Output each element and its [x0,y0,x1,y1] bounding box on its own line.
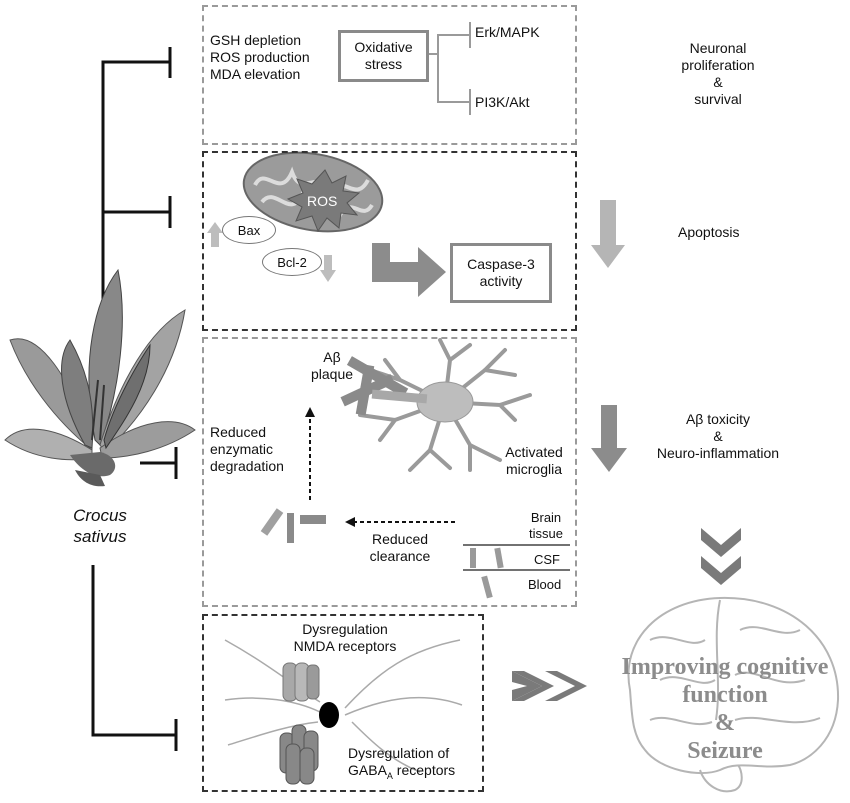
gaba-prefix: GABA [348,762,387,778]
brain-tissue-line1: Brain [530,510,562,525]
caspase-line2: activity [479,273,523,289]
panel-apoptosis [202,151,577,331]
outcome-neuronal-line2: proliferation [681,57,755,73]
stress-pathway-connectors [428,34,470,103]
outcome-abeta-line2: & [713,428,723,444]
abeta-plaque-line1: Aβ [323,349,341,365]
reduced-clearance-label: Reduced clearance [355,531,445,565]
bcl2-down-arrow [320,255,336,282]
marker-mda: MDA elevation [210,66,301,82]
compartment-lines [463,544,570,571]
pathway-pi3k: PI3K/Akt [475,94,530,110]
ros-starburst [286,169,361,233]
crocus-flower-image [4,268,196,487]
outcome-abeta-line3: Neuro-inflammation [656,445,780,461]
caspase-bent-arrow [372,243,446,297]
reduced-degradation-line2: enzymatic [210,441,274,457]
oxidative-stress-line1: Oxidative [354,39,413,55]
gaba-suffix: receptors [392,762,456,778]
abeta-fragments-image [260,508,326,543]
oxidative-stress-box: Oxidative stress [338,30,429,82]
plant-name: Crocus sativus [55,505,145,547]
panel-oxidative-stress [202,5,577,145]
nmda-line1: Dysregulation [302,621,388,637]
microglia-line2: microglia [505,461,562,477]
reduced-degradation-line1: Reduced [210,424,267,440]
outcome-abeta: Aβ toxicity & Neuro-inflammation [633,411,803,462]
gaba-subscript: A [386,770,393,781]
outcome-apoptosis: Apoptosis [678,224,740,240]
abeta-transport-fragments [470,547,504,599]
nmda-receptor-image [282,662,320,702]
chevrons-down-icon [701,528,741,585]
brain-caption-line3: & [715,710,735,736]
outcome-neuronal-line1: Neuronal [689,40,747,56]
abeta-plaque-label: Aβ plaque [302,349,362,383]
brain-caption: Improving cognitive function & Seizure [600,653,850,765]
chevrons-right-icon [512,671,587,701]
nmda-label: Dysregulation NMDA receptors [285,621,405,655]
abeta-plaque-image [340,356,428,416]
brain-caption-line4: Seizure [687,738,763,764]
reduced-degradation-line3: degradation [210,458,284,474]
gaba-receptor-image [279,724,319,785]
csf-label: CSF [534,552,560,567]
abeta-down-arrow [591,405,627,472]
ros-label: ROS [307,193,338,209]
brain-caption-line2: function [682,682,768,708]
abeta-plaque-line2: plaque [310,366,354,382]
reduced-degradation-label: Reduced enzymatic degradation [210,424,284,475]
oxidative-stress-line2: stress [364,56,403,72]
oxidative-markers: GSH depletion ROS production MDA elevati… [210,32,310,83]
neuron-curves [224,639,463,773]
bax-up-arrow [207,222,223,247]
synapse-dot [319,702,339,728]
degradation-arrowhead [305,407,315,417]
inhibition-line-receptors [91,565,176,737]
bax-label: Bax [222,216,276,244]
panel-abeta [202,337,577,607]
brain-tissue-line2: tissue [529,526,563,541]
marker-ros: ROS production [210,49,310,65]
pathway-erk: Erk/MAPK [475,24,540,40]
clearance-arrowhead [345,517,355,527]
caspase-line1: Caspase-3 [467,256,535,272]
reduced-clearance-line1: Reduced [371,531,429,547]
outcome-neuronal-line4: survival [694,91,742,107]
brain-tissue-label: Brain tissue [522,510,570,542]
brain-caption-line1: Improving cognitive [621,654,829,680]
gaba-line1: Dysregulation of [348,745,450,761]
plant-name-line1: Crocus [73,506,127,525]
panel-receptors [202,614,484,792]
apoptosis-down-arrow [591,200,625,268]
bcl2-label: Bcl-2 [262,248,322,276]
gaba-label: Dysregulation of GABAA receptors [348,745,455,785]
outcome-neuronal-line3: & [713,74,723,90]
outcome-neuronal: Neuronal proliferation & survival [648,40,788,108]
caspase-box: Caspase-3 activity [450,243,552,303]
gaba-line2: GABAA receptors [348,762,455,785]
outcome-abeta-line1: Aβ toxicity [685,411,751,427]
nmda-line2: NMDA receptors [293,638,397,654]
inhibition-line-oxidative [101,60,170,312]
plant-name-line2: sativus [73,527,127,546]
inhibition-lines [91,47,178,751]
blood-label: Blood [528,577,562,592]
brain-image [627,596,840,793]
reduced-clearance-line2: clearance [369,548,431,564]
microglia-line1: Activated [505,444,563,460]
marker-gsh: GSH depletion [210,32,302,48]
microglia-label: Activated microglia [494,444,574,478]
